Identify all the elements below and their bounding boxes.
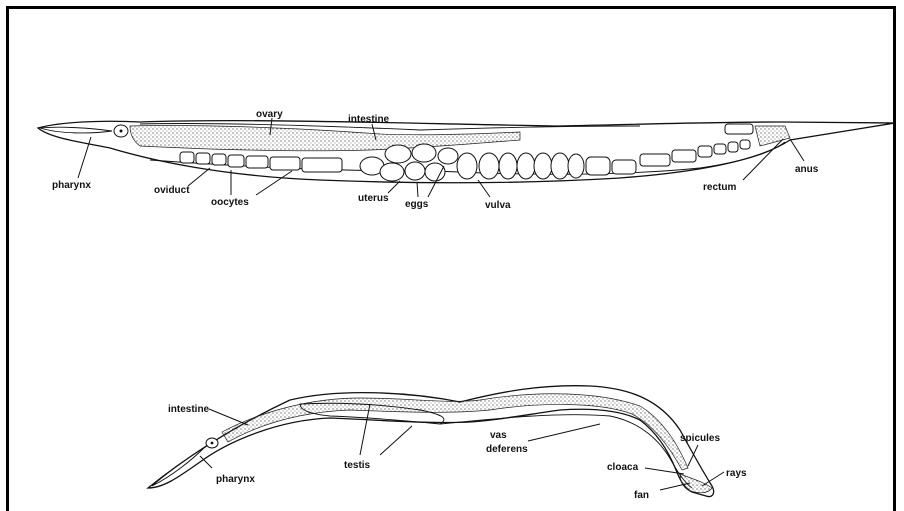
- egg: [425, 163, 445, 181]
- oocyte: [180, 152, 194, 163]
- egg: [499, 153, 517, 179]
- egg: [380, 163, 404, 181]
- hermaphrodite-worm: ovary intestine pharynx oviduct oocytes …: [38, 109, 895, 211]
- leader-oviduct: [188, 168, 210, 186]
- leader-male-intestine: [209, 409, 248, 425]
- label-rectum: rectum: [703, 182, 736, 193]
- label-uterus: uterus: [358, 193, 389, 204]
- oocyte: [698, 146, 712, 157]
- egg: [612, 160, 636, 174]
- oocyte: [672, 150, 696, 162]
- egg: [479, 153, 499, 179]
- oocyte: [728, 142, 738, 152]
- oocyte: [228, 155, 244, 167]
- oocyte: [246, 156, 268, 168]
- oocyte: [270, 157, 300, 170]
- label-fan: fan: [634, 490, 649, 501]
- label-vas: vas: [490, 430, 507, 441]
- label-rays: rays: [726, 468, 747, 479]
- egg: [517, 153, 535, 179]
- oocyte: [212, 154, 226, 165]
- label-deferens: deferens: [486, 444, 528, 455]
- male-pharynx-bulb-center: [211, 442, 214, 445]
- egg: [568, 154, 584, 178]
- egg: [551, 153, 569, 179]
- male-worm: intestine pharynx testis vas deferens sp…: [148, 386, 747, 501]
- label-spicules: spicules: [680, 433, 720, 444]
- oocyte: [640, 154, 670, 166]
- egg: [405, 162, 425, 180]
- oocyte: [302, 158, 342, 172]
- oocyte: [714, 144, 726, 154]
- label-vulva: vulva: [485, 200, 511, 211]
- label-oocytes: oocytes: [211, 197, 249, 208]
- leader-vas-deferens: [528, 424, 600, 441]
- label-oviduct: oviduct: [154, 185, 190, 196]
- egg: [412, 144, 436, 162]
- egg: [438, 148, 458, 164]
- leader-eggs-a: [417, 182, 418, 197]
- label-male-intestine: intestine: [168, 404, 210, 415]
- egg: [457, 153, 477, 179]
- label-anus: anus: [795, 164, 819, 175]
- label-testis: testis: [344, 460, 371, 471]
- pharynx-bulb-center: [120, 130, 123, 133]
- label-eggs: eggs: [405, 199, 429, 210]
- leader-testis-b: [380, 426, 412, 455]
- label-cloaca: cloaca: [607, 462, 639, 473]
- egg: [586, 157, 610, 175]
- egg: [385, 145, 411, 163]
- label-male-pharynx: pharynx: [216, 474, 255, 485]
- oocyte: [725, 124, 753, 134]
- label-pharynx: pharynx: [52, 180, 91, 191]
- label-intestine: intestine: [348, 114, 390, 125]
- leader-anus: [790, 139, 804, 161]
- oocyte: [740, 140, 750, 149]
- oocyte: [196, 153, 210, 164]
- egg: [534, 153, 552, 179]
- label-ovary: ovary: [256, 109, 283, 120]
